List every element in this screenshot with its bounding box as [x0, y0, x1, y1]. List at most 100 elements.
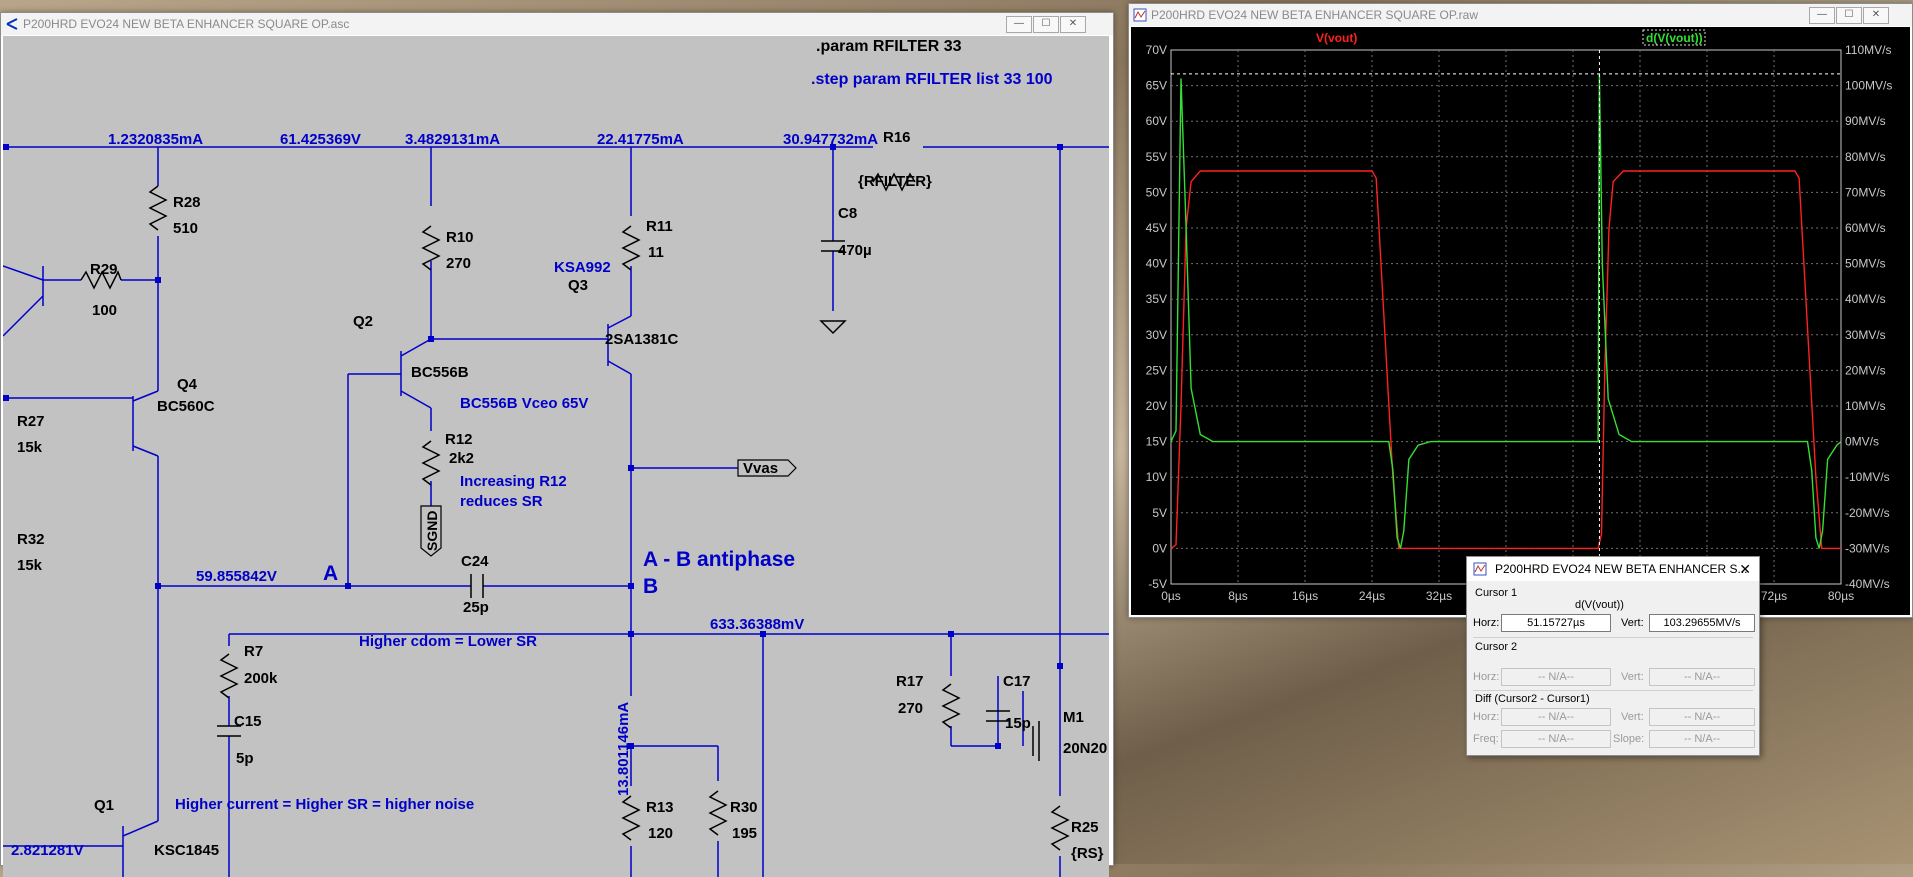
node-values: 1.2320835mA 61.425369V 3.4829131mA 22.41… [11, 131, 878, 859]
vvas-label: Vvas [743, 460, 778, 477]
q3-value: 2SA1381C [605, 331, 679, 348]
r27-name: R27 [17, 413, 45, 430]
waveform-chart[interactable]: 0µs8µs16µs24µs32µs40µs48µs56µs64µs72µs80… [1131, 27, 1910, 615]
cursor1-vert-field[interactable]: 103.29655MV/s [1649, 614, 1755, 632]
node-value: 61.425369V [280, 131, 361, 148]
x-tick-label: 80µs [1828, 589, 1854, 603]
cursor2-horz-label: Horz: [1473, 671, 1500, 683]
trace-d-v-vout- [1170, 73, 1842, 549]
schematic-window: P200HRD EVO24 NEW BETA ENHANCER SQUARE O… [0, 12, 1114, 877]
freq-label: Freq: [1473, 733, 1499, 745]
y-left-tick-label: -5V [1148, 577, 1167, 591]
r10-value: 270 [446, 255, 471, 272]
cursor1-horz-field[interactable]: 51.15727µs [1501, 614, 1611, 632]
r29-name: R29 [90, 261, 118, 278]
maximize-button[interactable]: ☐ [1836, 7, 1862, 24]
freq-field: -- N/A-- [1501, 730, 1611, 748]
schematic-canvas[interactable]: Vvas SGND .param RFILTER 33 .step param … [3, 36, 1109, 877]
r16-symbol [872, 172, 916, 192]
maximize-button[interactable]: ☐ [1033, 16, 1059, 33]
r11-symbol [621, 225, 641, 271]
close-button[interactable]: ✕ [1739, 561, 1751, 577]
slope-field: -- N/A-- [1649, 730, 1755, 748]
cursor-dialog-titlebar[interactable]: P200HRD EVO24 NEW BETA ENHANCER S... ✕ [1467, 557, 1759, 581]
cursor2-label: Cursor 2 [1475, 641, 1518, 653]
c17-value: 15p [1005, 715, 1031, 732]
close-button[interactable]: ✕ [1060, 16, 1086, 33]
trace-label-dvout[interactable]: d(V(vout)) [1646, 31, 1703, 45]
sgnd-label: SGND [424, 511, 440, 551]
m1-name: M1 [1063, 709, 1084, 726]
close-button[interactable]: ✕ [1863, 7, 1889, 24]
diff-label: Diff (Cursor2 - Cursor1) [1475, 693, 1590, 705]
plot-grid [1170, 49, 1842, 585]
c24-value: 25p [463, 599, 489, 616]
y-left-tick-label: 30V [1146, 328, 1167, 342]
step-directive[interactable]: .step param RFILTER list 33 100 [811, 71, 1053, 88]
minimize-button[interactable]: — [1006, 16, 1032, 33]
r30-symbol [708, 790, 728, 836]
y-right-tick-label: 70MV/s [1845, 185, 1886, 199]
r7-name: R7 [244, 643, 263, 660]
plot-ticks: 0µs8µs16µs24µs32µs40µs48µs56µs64µs72µs80… [1146, 43, 1893, 603]
r17-value: 270 [898, 700, 923, 717]
y-right-tick-label: 10MV/s [1845, 399, 1886, 413]
y-left-tick-label: 55V [1146, 150, 1167, 164]
x-tick-label: 24µs [1359, 589, 1385, 603]
diff-vert-label: Vert: [1621, 711, 1644, 723]
r11-name: R11 [646, 218, 673, 235]
r11-value: 11 [648, 244, 664, 261]
node-value: 3.4829131mA [405, 131, 500, 148]
node-value: 59.855842V [196, 568, 277, 585]
waveform-titlebar[interactable]: P200HRD EVO24 NEW BETA ENHANCER SQUARE O… [1129, 4, 1912, 26]
plot-pane[interactable]: 0µs8µs16µs24µs32µs40µs48µs56µs64µs72µs80… [1131, 27, 1910, 615]
diff-vert-field: -- N/A-- [1649, 708, 1755, 726]
r12-name: R12 [445, 431, 473, 448]
cursor2-horz-field: -- N/A-- [1501, 668, 1611, 686]
cursor-dialog: P200HRD EVO24 NEW BETA ENHANCER S... ✕ C… [1466, 556, 1760, 756]
waveform-app-icon [1133, 8, 1147, 22]
separator [1473, 637, 1753, 638]
cursor1-horz-label: Horz: [1473, 617, 1500, 629]
r32-name: R32 [17, 531, 45, 548]
q3-name: Q3 [568, 277, 588, 294]
y-left-tick-label: 40V [1146, 257, 1167, 271]
separator [1473, 690, 1753, 691]
y-right-tick-label: -20MV/s [1845, 506, 1890, 520]
r28-symbol [148, 185, 168, 231]
y-right-tick-label: 80MV/s [1845, 150, 1886, 164]
node-value: 633.36388mV [710, 616, 804, 633]
schematic-drawing[interactable]: Vvas SGND .param RFILTER 33 .step param … [3, 36, 1109, 877]
schematic-titlebar[interactable]: P200HRD EVO24 NEW BETA ENHANCER SQUARE O… [1, 13, 1113, 35]
cursor-dialog-title: P200HRD EVO24 NEW BETA ENHANCER S... [1495, 562, 1748, 576]
r17-name: R17 [896, 673, 924, 690]
x-tick-label: 0µs [1161, 589, 1181, 603]
waveform-window: P200HRD EVO24 NEW BETA ENHANCER SQUARE O… [1128, 3, 1913, 618]
r7-value: 200k [244, 670, 278, 687]
c17-name: C17 [1003, 673, 1031, 690]
node-value: 1.2320835mA [108, 131, 203, 148]
r13-value: 120 [648, 825, 673, 842]
c8-name: C8 [838, 205, 857, 222]
y-right-tick-label: 110MV/s [1845, 43, 1891, 57]
r28-value: 510 [173, 220, 198, 237]
y-left-tick-label: 0V [1152, 541, 1167, 555]
r29-symbol [80, 270, 122, 290]
q1-name: Q1 [94, 797, 114, 814]
r17-symbol [941, 683, 961, 729]
minimize-button[interactable]: — [1809, 7, 1835, 24]
vvas-flag [737, 459, 797, 477]
c24-name: C24 [461, 553, 489, 570]
cursor1-label: Cursor 1 [1475, 587, 1518, 599]
m1-value: 20N20 [1063, 740, 1107, 757]
trace-label-vout[interactable]: V(vout) [1316, 31, 1357, 45]
y-left-tick-label: 50V [1146, 185, 1167, 199]
c15-name: C15 [234, 713, 262, 730]
param-directive[interactable]: .param RFILTER 33 [816, 38, 962, 55]
node-value: 13.801146mA [615, 702, 632, 796]
x-tick-label: 16µs [1292, 589, 1318, 603]
trace-label-box [1642, 29, 1706, 46]
trace-v-vout- [1170, 170, 1841, 550]
node-value: 2.821281V [11, 842, 84, 859]
node-value: 22.41775mA [597, 131, 684, 148]
